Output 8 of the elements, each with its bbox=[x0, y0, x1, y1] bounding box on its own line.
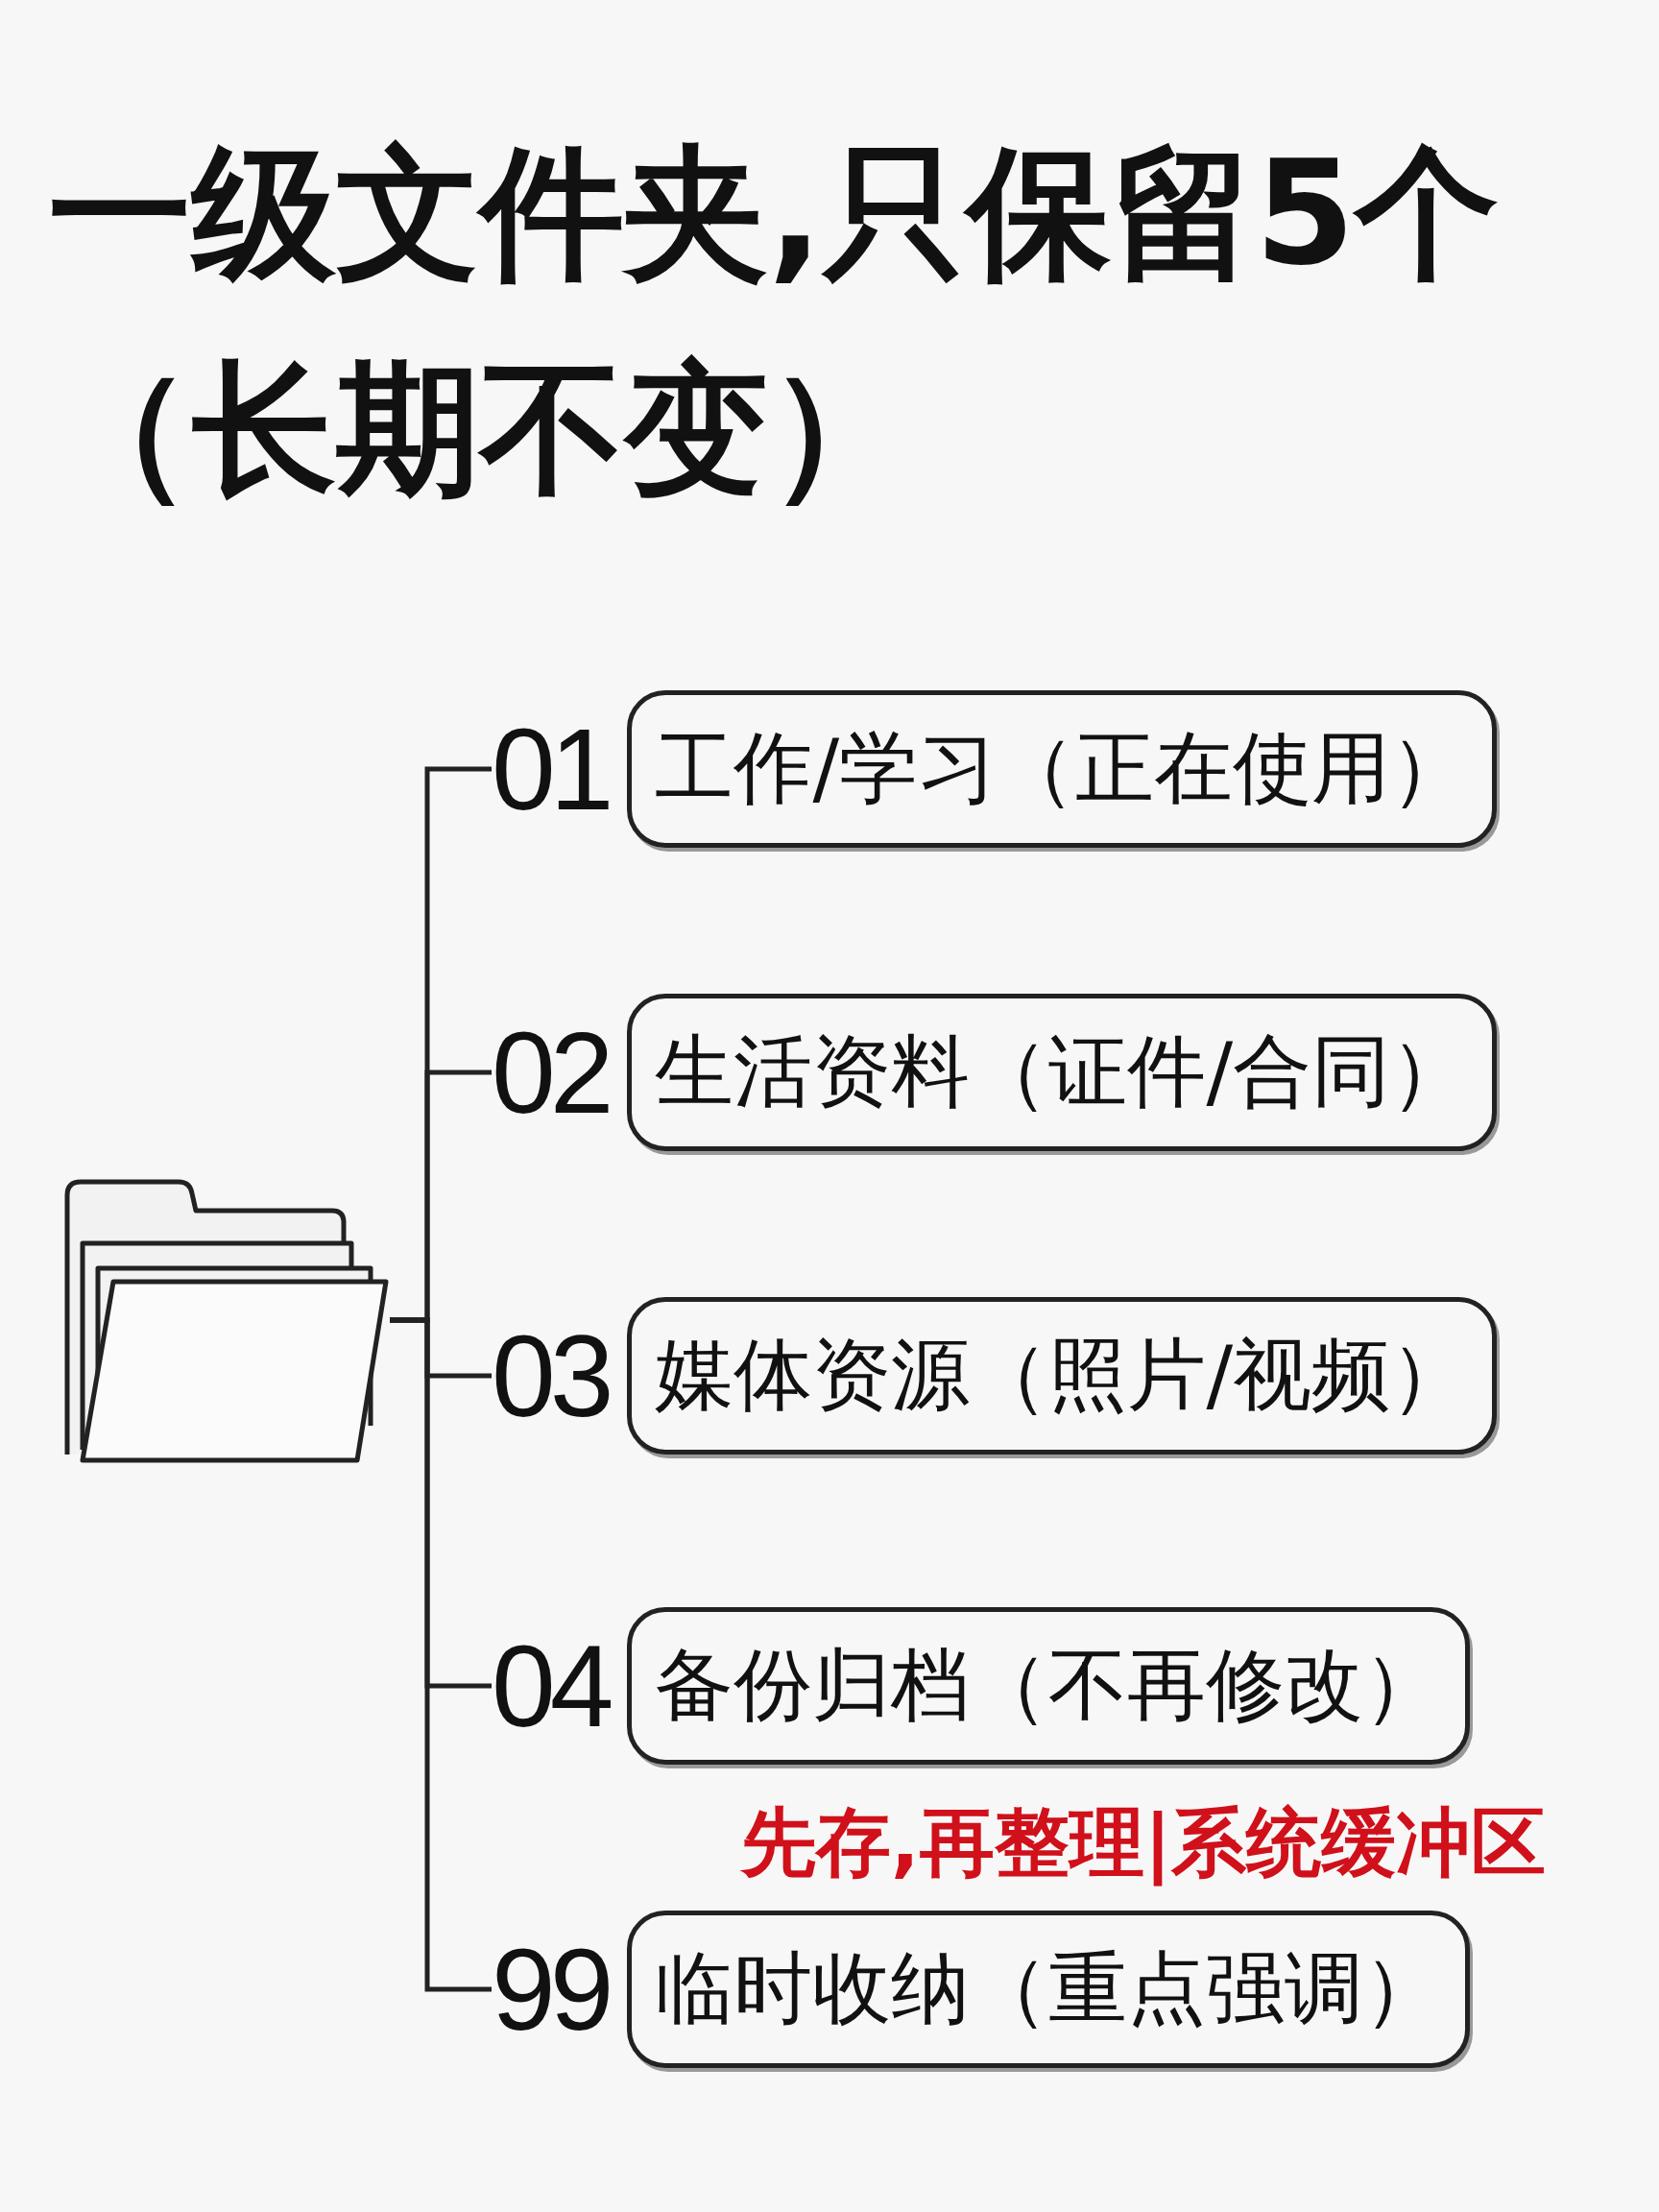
note: 先存,再整理|系统缓冲区 bbox=[741, 1798, 1547, 1888]
folder-number: 03 bbox=[492, 1310, 609, 1442]
folder-number: 04 bbox=[492, 1621, 609, 1752]
folder-number: 02 bbox=[492, 1007, 609, 1139]
folder-number: 01 bbox=[492, 704, 609, 835]
title: 一级文件夹,只保留5个（长期不变） bbox=[48, 129, 1501, 515]
folder-number: 99 bbox=[492, 1924, 609, 2056]
tree-line bbox=[390, 1317, 492, 1992]
